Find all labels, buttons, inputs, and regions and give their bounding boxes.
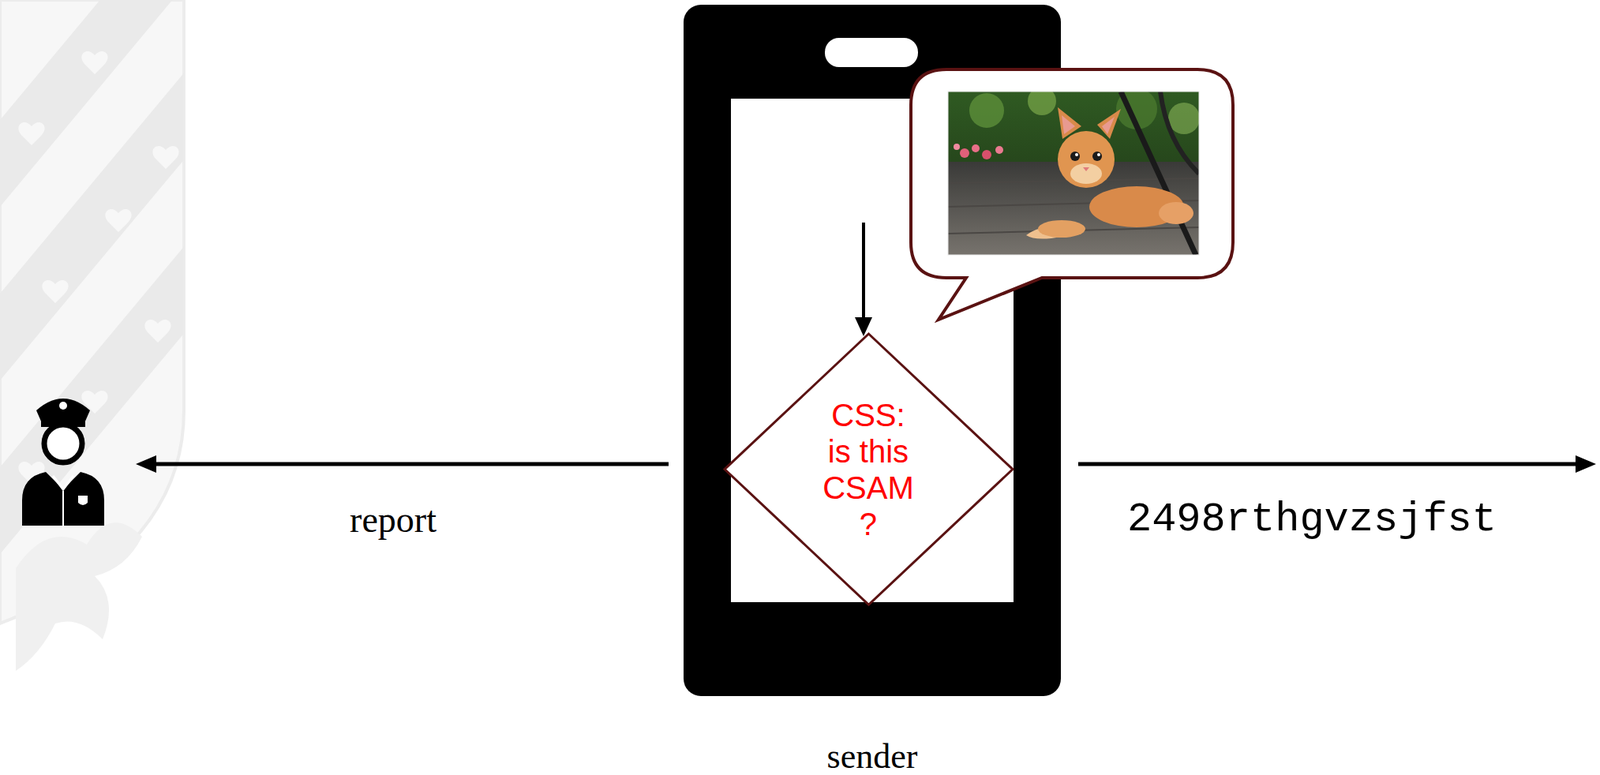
diamond-outline [723, 332, 1015, 607]
edge-label: report [349, 498, 437, 542]
phone-device: CSS: is this CSAM ?sender [683, 4, 1061, 697]
phone-body [683, 4, 1061, 697]
phone-speaker [824, 37, 919, 68]
decision-text: CSS: is this CSAM ? [820, 397, 917, 543]
kitten-photo [948, 91, 1200, 255]
speech-bubble [910, 69, 1233, 320]
decision-diamond: CSS: is this CSAM ? [723, 332, 1015, 607]
photo-frame [948, 91, 1200, 255]
police-officer-icon [22, 398, 105, 526]
ciphertext-arrow [1078, 455, 1597, 473]
diamond-outline [724, 333, 1013, 605]
ciphertext-label: 2498rthgvzsjfst [1127, 495, 1497, 545]
report-arrow [135, 455, 669, 473]
down-arrow [854, 222, 873, 337]
crest-watermark [0, 0, 206, 671]
device-label: sender [683, 739, 1061, 775]
